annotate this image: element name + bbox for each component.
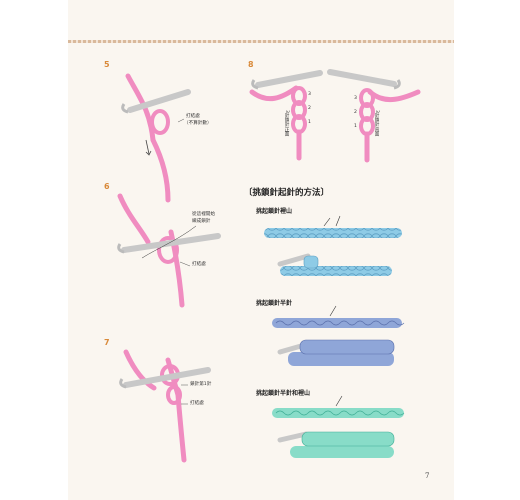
step8-illustration <box>249 69 421 163</box>
illustrations <box>117 69 421 463</box>
method2-illustration <box>272 305 405 366</box>
step8-front-num-1: 1 <box>308 120 311 125</box>
page-number: 7 <box>425 472 430 480</box>
step8-back-num-2: 2 <box>354 110 357 115</box>
step8-back-label: 3針鎖針背面 <box>374 110 379 136</box>
book-page: 5 6 7 8 打結處 （不算針數） 從這裡開始 織成鎖針 打結處 鎖針第1針 … <box>68 0 454 500</box>
method1-label: 挑起鎖針裡山 <box>256 208 293 215</box>
step7-knot-label: 打結處 <box>190 401 204 406</box>
step5-knot-label: 打結處 <box>186 114 200 119</box>
step6-knot-label: 打結處 <box>192 262 206 267</box>
step8-front-label: 3針鎖針正面 <box>284 110 289 136</box>
method2-label: 挑起鎖針半針 <box>256 300 293 307</box>
step6-number: 6 <box>104 182 110 191</box>
step8-front-num-3: 3 <box>308 92 311 97</box>
section-heading: 〔挑鎖針起針的方法〕 <box>244 188 330 198</box>
step5-illustration <box>121 73 191 203</box>
step7-illustration <box>119 349 211 463</box>
top-divider <box>68 40 454 43</box>
step8-number: 8 <box>248 60 254 69</box>
method1-illustration <box>264 215 402 276</box>
step7-first-stitch-label: 鎖針第1針 <box>190 382 212 387</box>
step6-from-label-2: 織成鎖針 <box>192 219 211 224</box>
step8-back-num-1: 1 <box>354 124 357 129</box>
step8-front-num-2: 2 <box>308 106 311 111</box>
method3-illustration <box>272 395 405 458</box>
step5-note-label: （不算針數） <box>184 121 212 126</box>
step6-illustration <box>117 193 221 308</box>
step6-from-label-1: 從這裡開始 <box>192 212 215 217</box>
step5-number: 5 <box>104 60 110 69</box>
step7-number: 7 <box>104 338 110 347</box>
method3-label: 挑起鎖針半針和裡山 <box>256 390 311 397</box>
step8-back-num-3: 3 <box>354 96 357 101</box>
